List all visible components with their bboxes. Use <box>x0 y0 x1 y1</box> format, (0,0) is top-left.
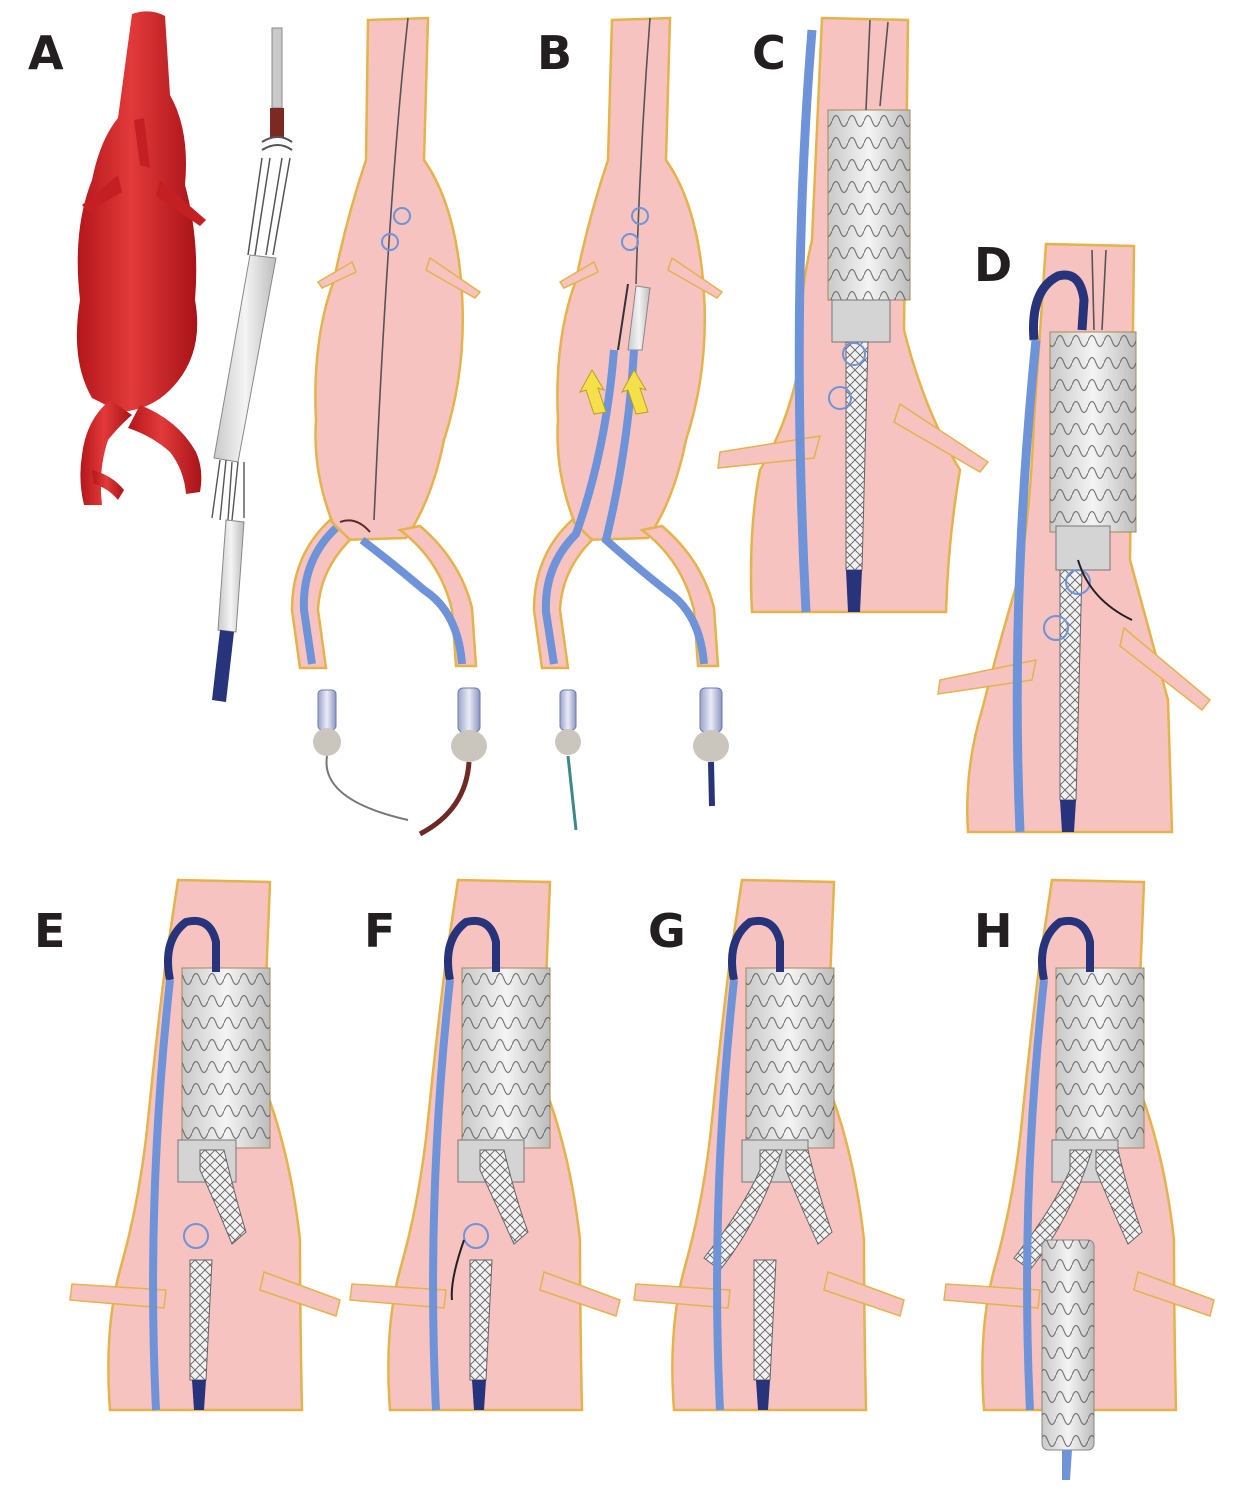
panel-b-aorta-schematic <box>532 16 729 831</box>
panel-label-e: E <box>34 904 66 958</box>
panel-e-branch-cannulation <box>69 878 341 1412</box>
panel-label-d: D <box>974 238 1013 292</box>
panel-label-h: H <box>974 904 1013 958</box>
panel-g-bilateral-branch-stents <box>633 878 905 1412</box>
panel-c-graft-deployment <box>717 16 990 614</box>
panel-label-c: C <box>752 26 786 80</box>
panel-label-g: G <box>648 904 686 958</box>
panel-d-graft-cannulation <box>937 242 1212 834</box>
panel-label-f: F <box>364 904 396 958</box>
panel-a-aorta-model <box>76 11 206 505</box>
panel-label-a: A <box>28 26 64 80</box>
panel-h-completed-repair <box>943 878 1215 1480</box>
panel-a-aorta-schematic <box>290 16 487 837</box>
delivery-device <box>211 27 293 702</box>
panel-label-b: B <box>537 26 573 80</box>
panel-f-branch-stenting <box>349 878 621 1412</box>
